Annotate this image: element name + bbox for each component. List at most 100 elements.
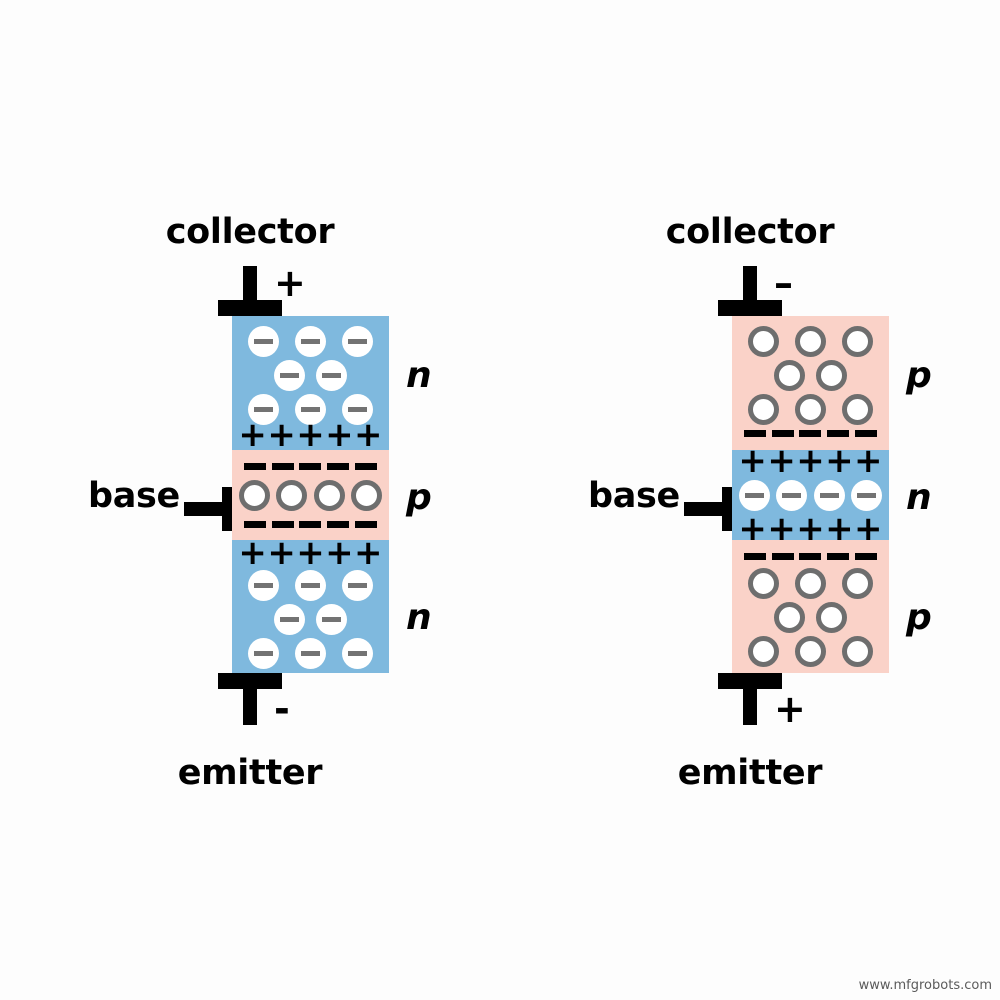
pnp-body-stack: +++++ +++++ — [732, 316, 889, 673]
junction-charge-minus-row — [232, 513, 389, 535]
hole-icon — [748, 635, 779, 667]
hole-icon — [238, 479, 270, 511]
npn-body-stack: +++++ — [232, 316, 389, 673]
npn-emitter-label: emitter — [177, 753, 323, 793]
lead-stem — [243, 673, 257, 725]
pnp-collector-region — [732, 316, 889, 450]
junction-charge-minus-row — [232, 455, 389, 477]
pnp-base-region: +++++ +++++ — [732, 441, 889, 549]
carrier-row — [732, 600, 889, 634]
carrier-row — [732, 358, 889, 392]
junction-charge-plus-row: +++++ — [738, 441, 883, 481]
hole-icon — [795, 635, 826, 667]
pnp-transistor: collector – base — [500, 0, 1000, 1000]
npn-transistor: collector + base — [87, 212, 432, 793]
site-watermark: www.mfgrobots.com — [858, 978, 992, 993]
electron-icon — [316, 359, 348, 391]
carrier-grid — [232, 324, 389, 426]
hole-icon — [795, 393, 826, 425]
carrier-grid — [732, 478, 889, 512]
hole-icon — [773, 359, 805, 391]
electron-icon — [248, 325, 279, 357]
electron-icon — [273, 603, 305, 635]
pnp-emitter-region — [732, 540, 889, 673]
npn-collector-region: +++++ — [232, 316, 389, 455]
npn-base-label: base — [87, 476, 180, 516]
npn-collector-polarity: + — [274, 261, 306, 305]
carrier-row — [732, 566, 889, 600]
electron-icon — [316, 603, 348, 635]
hole-icon — [842, 325, 873, 357]
lead-horizontal-bar — [184, 502, 226, 516]
pnp-collector-label: collector — [665, 212, 835, 252]
carrier-grid — [232, 478, 389, 512]
lead-stem — [743, 673, 757, 725]
junction-charge-plus-row: +++++ — [238, 415, 383, 455]
electron-icon — [248, 393, 279, 425]
npn-base-region — [232, 450, 389, 540]
carrier-grid — [732, 566, 889, 668]
junction-charge-plus-row: +++++ — [238, 533, 383, 573]
hole-icon — [351, 479, 383, 511]
npn-emitter-region: +++++ — [232, 533, 389, 673]
hole-icon — [748, 325, 779, 357]
npn-emitter-type-letter: n — [406, 597, 432, 638]
electron-icon — [342, 637, 373, 669]
electron-icon — [342, 569, 373, 601]
hole-icon — [773, 601, 805, 633]
carrier-row — [232, 478, 389, 512]
hole-icon — [795, 567, 826, 599]
electron-icon — [851, 479, 883, 511]
hole-icon — [842, 393, 873, 425]
carrier-row — [232, 324, 389, 358]
pnp-emitter-polarity: + — [774, 687, 806, 731]
electron-icon — [813, 479, 845, 511]
hole-icon — [816, 601, 848, 633]
junction-charge-minus-row — [732, 545, 889, 567]
electron-icon — [342, 325, 373, 357]
npn-base-type-letter: p — [406, 477, 432, 518]
pnp-emitter-label: emitter — [677, 753, 823, 793]
electron-icon — [776, 479, 808, 511]
electron-icon — [248, 569, 279, 601]
electron-icon — [295, 569, 326, 601]
carrier-row — [732, 324, 889, 358]
pnp-collector-polarity: – — [774, 261, 793, 305]
pnp-emitter-type-letter: p — [906, 597, 932, 638]
hole-icon — [748, 393, 779, 425]
carrier-row — [232, 358, 389, 392]
hole-icon — [795, 325, 826, 357]
carrier-row — [232, 636, 389, 670]
junction-charge-plus-row: +++++ — [738, 509, 883, 549]
junction-charge-minus-row — [732, 422, 889, 444]
hole-icon — [816, 359, 848, 391]
carrier-grid — [232, 568, 389, 670]
carrier-row — [232, 568, 389, 602]
electron-icon — [295, 637, 326, 669]
electron-icon — [738, 479, 770, 511]
pnp-collector-type-letter: p — [906, 355, 932, 396]
hole-icon — [842, 635, 873, 667]
pnp-base-label: base — [587, 476, 680, 516]
electron-icon — [342, 393, 373, 425]
carrier-row — [232, 392, 389, 426]
carrier-row — [732, 392, 889, 426]
hole-icon — [313, 479, 345, 511]
lead-crossbar — [718, 300, 782, 316]
carrier-grid — [732, 324, 889, 426]
hole-icon — [276, 479, 308, 511]
npn-collector-label: collector — [165, 212, 335, 252]
carrier-row — [732, 478, 889, 512]
carrier-row — [732, 634, 889, 668]
hole-icon — [842, 567, 873, 599]
lead-crossbar — [218, 300, 282, 316]
carrier-row — [232, 602, 389, 636]
npn-emitter-polarity: - — [274, 687, 290, 731]
electron-icon — [273, 359, 305, 391]
lead-horizontal-bar — [684, 502, 726, 516]
pnp-base-type-letter: n — [906, 477, 932, 518]
electron-icon — [248, 637, 279, 669]
npn-collector-type-letter: n — [406, 355, 432, 396]
electron-icon — [295, 325, 326, 357]
